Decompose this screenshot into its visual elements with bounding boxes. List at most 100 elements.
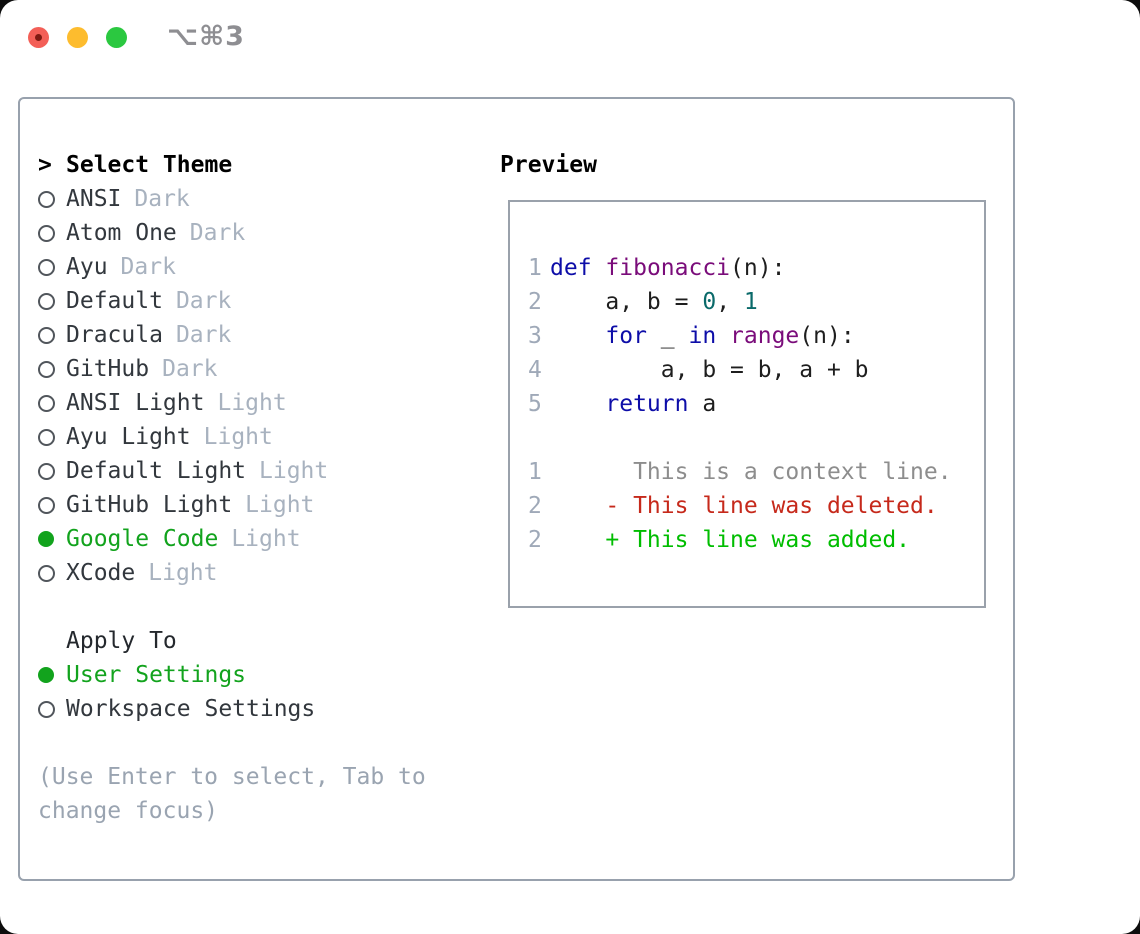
radio-slot	[38, 667, 66, 683]
line-number: 1	[528, 255, 542, 281]
radio-slot	[38, 190, 66, 208]
preview-code-line: 4 a, b = b, a + b	[528, 353, 952, 387]
minimize-button[interactable]	[67, 27, 88, 48]
radio-icon	[38, 224, 55, 242]
theme-name: GitHub	[66, 356, 150, 382]
theme-variant-label: Dark	[175, 322, 232, 348]
code-tokens: def fibonacci(n):	[550, 255, 786, 281]
preview-code-line: 2 - This line was deleted.	[528, 489, 952, 523]
theme-item[interactable]: Ayu Dark	[38, 250, 426, 284]
theme-variant-label: Dark	[189, 220, 246, 246]
theme-variant-label: Dark	[175, 288, 232, 314]
theme-name: XCode	[66, 560, 136, 586]
theme-item[interactable]: GitHub Dark	[38, 352, 426, 386]
theme-name: Default	[66, 288, 163, 314]
radio-icon	[38, 258, 55, 276]
theme-item[interactable]: XCode Light	[38, 556, 426, 590]
select-theme-title: Select Theme	[66, 152, 233, 178]
theme-name: Ayu	[66, 254, 108, 280]
theme-variant-label: Dark	[120, 254, 176, 280]
preview-code-line: 2 a, b = 0, 1	[528, 285, 952, 319]
code-tokens: This is a context line.	[550, 459, 952, 485]
code-tokens: a, b = b, a + b	[550, 357, 869, 383]
apply-to-list: User Settings Workspace Settings	[38, 658, 426, 726]
theme-name: Dracula	[66, 322, 163, 348]
radio-icon	[38, 326, 55, 344]
theme-item[interactable]: ANSI Dark	[38, 182, 426, 216]
theme-variant-label: Dark	[134, 186, 190, 212]
preview-code-line	[528, 421, 952, 455]
code-tokens: a, b = 0, 1	[550, 289, 758, 315]
close-button[interactable]	[28, 27, 49, 48]
radio-slot	[38, 292, 66, 310]
preview-code-line: 5 return a	[528, 387, 952, 421]
preview-title: Preview	[500, 152, 597, 178]
radio-slot	[38, 564, 66, 582]
code-tokens: - This line was deleted.	[550, 493, 938, 519]
radio-slot	[38, 428, 66, 446]
radio-icon	[38, 531, 54, 547]
theme-variant-label: Dark	[162, 356, 218, 382]
window-title: ⌥⌘3	[167, 21, 245, 52]
theme-variant-label: Light	[259, 458, 329, 484]
radio-icon	[38, 496, 55, 514]
hint-text-line-2: change focus)	[38, 798, 219, 824]
apply-to-option[interactable]: User Settings	[38, 658, 426, 692]
radio-icon	[38, 564, 55, 582]
theme-variant-label: Light	[231, 526, 301, 552]
theme-item[interactable]: Google Code Light	[38, 522, 426, 556]
theme-name: ANSI	[66, 186, 122, 212]
line-number: 4	[528, 357, 542, 383]
theme-item[interactable]: Default Dark	[38, 284, 426, 318]
radio-icon	[38, 360, 55, 378]
theme-variant-label: Light	[245, 492, 315, 518]
radio-slot	[38, 326, 66, 344]
radio-icon	[38, 190, 55, 208]
preview-code-line: 1 def fibonacci(n):	[528, 251, 952, 285]
theme-item[interactable]: GitHub Light Light	[38, 488, 426, 522]
radio-slot	[38, 258, 66, 276]
preview-box	[508, 200, 986, 608]
radio-icon	[38, 667, 54, 683]
theme-name: ANSI Light	[66, 390, 205, 416]
radio-icon	[38, 700, 55, 718]
radio-icon	[38, 292, 55, 310]
theme-name: Google Code	[66, 526, 219, 552]
apply-to-title: Apply To	[66, 628, 177, 654]
code-tokens: + This line was added.	[550, 527, 911, 553]
apply-to-option-label: Workspace Settings	[66, 696, 316, 722]
prompt-icon: >	[38, 152, 52, 178]
radio-icon	[38, 428, 55, 446]
apply-to-header: Apply To	[38, 624, 426, 658]
preview-code-line: 1 This is a context line.	[528, 455, 952, 489]
radio-slot	[38, 224, 66, 242]
apply-to-option[interactable]: Workspace Settings	[38, 692, 426, 726]
theme-variant-label: Light	[203, 424, 273, 450]
radio-icon	[38, 394, 55, 412]
radio-slot	[38, 700, 66, 718]
apply-to-option-label: User Settings	[66, 662, 247, 688]
theme-item[interactable]: Dracula Dark	[38, 318, 426, 352]
spacer-line	[38, 590, 426, 624]
theme-name: GitHub Light	[66, 492, 233, 518]
preview-code-line: 3 for _ in range(n):	[528, 319, 952, 353]
theme-item[interactable]: ANSI Light Light	[38, 386, 426, 420]
zoom-button[interactable]	[106, 27, 127, 48]
radio-slot	[38, 531, 66, 547]
theme-variant-label: Light	[148, 560, 218, 586]
radio-slot	[38, 462, 66, 480]
theme-variant-label: Light	[217, 390, 287, 416]
preview-code-line: 2 + This line was added.	[528, 523, 952, 557]
line-number: 2	[528, 289, 542, 315]
radio-slot	[38, 496, 66, 514]
theme-picker-panel	[18, 97, 1015, 881]
select-theme-header: > Select Theme	[38, 148, 426, 182]
line-number: 5	[528, 391, 542, 417]
code-tokens: for _ in range(n):	[605, 323, 855, 349]
preview-code: 1 def fibonacci(n): 2 a, b = 0, 1 3 for _…	[528, 251, 952, 557]
